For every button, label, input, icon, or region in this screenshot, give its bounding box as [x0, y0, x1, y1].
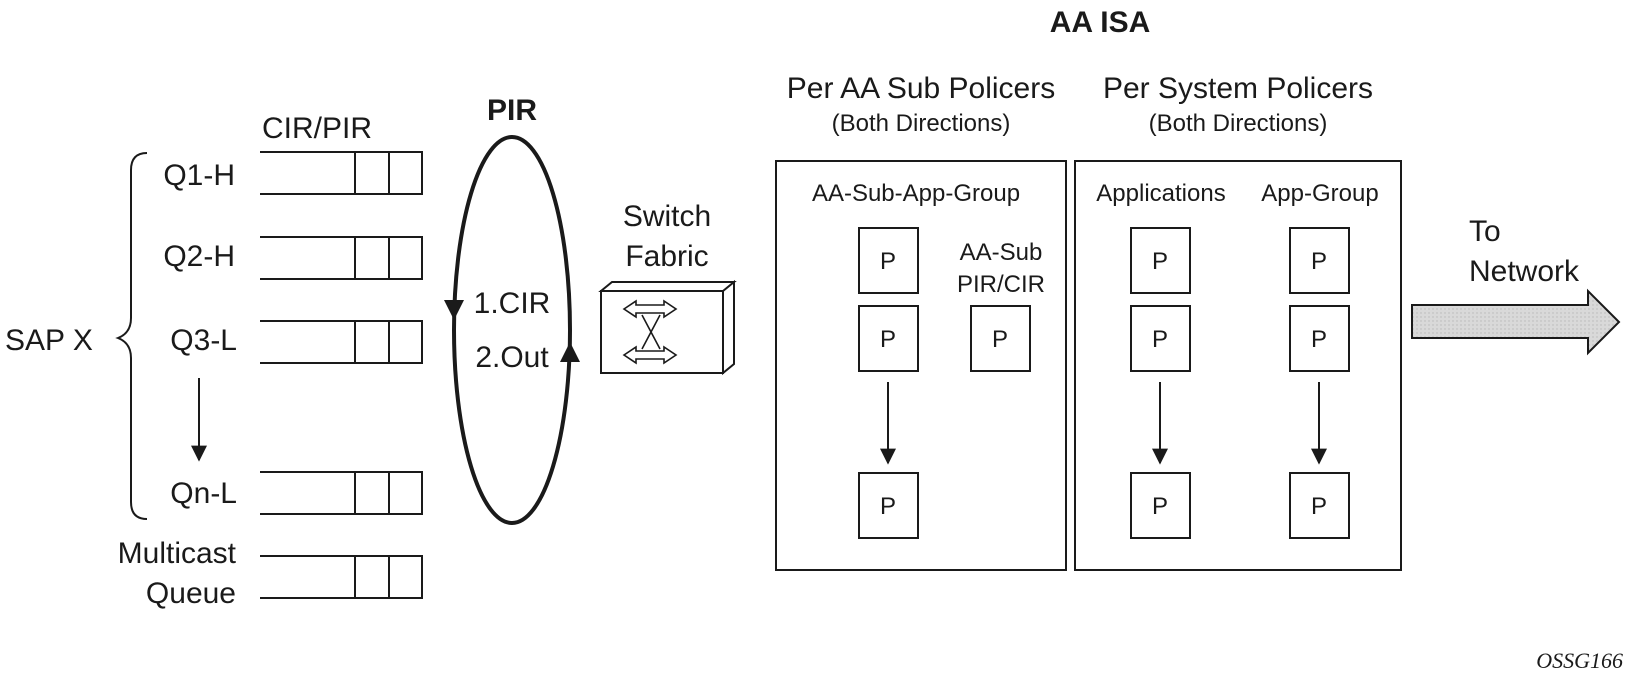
right-arrow-icon: [1411, 288, 1621, 356]
scheduler-step-1: 1.CIR: [474, 287, 551, 320]
per-system-subheading: (Both Directions): [1149, 110, 1328, 137]
per-sub-box: [775, 160, 1067, 571]
switch-fabric-box: [600, 290, 724, 374]
scheduler-title: PIR: [487, 94, 537, 127]
loop-arrow-up: [560, 342, 580, 362]
policer: P: [1289, 227, 1350, 294]
app-group-label: App-Group: [1261, 180, 1378, 207]
to-network: To Network: [1411, 215, 1621, 356]
policer-label: P: [992, 326, 1008, 353]
switch-fabric-label-line2: Fabric: [625, 240, 708, 273]
policer-label: P: [1311, 326, 1327, 353]
switch-fabric-label-line1: Switch: [623, 200, 711, 233]
policer-label: P: [1152, 248, 1168, 275]
multicast-label-line1: Multicast: [118, 537, 237, 570]
queue-q1-h: Q1-H: [163, 151, 423, 195]
queue-q2-h: Q2-H: [163, 236, 423, 280]
policer: P: [858, 472, 919, 539]
policer: P: [970, 305, 1031, 372]
queue-label: Q2-H: [163, 240, 235, 273]
policer: P: [1289, 305, 1350, 372]
policer-label: P: [880, 493, 896, 520]
figure-id: OSSG166: [1536, 648, 1623, 673]
policer-label: P: [1311, 493, 1327, 520]
crossover-arrows-icon: [622, 299, 678, 365]
aa-sub-label-line2: PIR/CIR: [957, 271, 1045, 298]
to-network-label-line2: Network: [1469, 255, 1580, 288]
sap-brace: [115, 152, 148, 520]
applications-label: Applications: [1096, 180, 1225, 207]
policer-label: P: [1152, 326, 1168, 353]
policer: P: [858, 305, 919, 372]
aa-sub-app-group-label: AA-Sub-App-Group: [812, 180, 1020, 207]
per-system-box: [1074, 160, 1402, 571]
queue-qn-l: Qn-L: [170, 471, 423, 515]
per-aa-sub-policers-panel: Per AA Sub Policers (Both Directions) AA…: [775, 72, 1067, 571]
scheduler-step-2: 2.Out: [475, 341, 549, 374]
switch-fabric: Switch Fabric: [598, 200, 737, 376]
policer: P: [1130, 472, 1191, 539]
per-sub-heading: Per AA Sub Policers: [787, 72, 1055, 105]
policer-label: P: [880, 248, 896, 275]
scheduler-loop: [452, 135, 572, 525]
policer: P: [1130, 227, 1191, 294]
queue-label: Q3-L: [170, 324, 237, 357]
queue-label: Q1-H: [163, 159, 235, 192]
aa-sub-label-line1: AA-Sub: [960, 239, 1043, 266]
policer-label: P: [1152, 493, 1168, 520]
policer: P: [858, 227, 919, 294]
per-sub-subheading: (Both Directions): [832, 110, 1011, 137]
queue-label: Qn-L: [170, 477, 237, 510]
policer-label: P: [1311, 248, 1327, 275]
to-network-label-line1: To: [1469, 215, 1501, 248]
cir-pir-header: CIR/PIR: [262, 112, 372, 145]
per-system-policers-panel: Per System Policers (Both Directions) Ap…: [1074, 72, 1402, 571]
policer: P: [1130, 305, 1191, 372]
multicast-label-line2: Queue: [146, 577, 236, 610]
policer-label: P: [880, 326, 896, 353]
policer: P: [1289, 472, 1350, 539]
per-system-heading: Per System Policers: [1103, 72, 1373, 105]
aa-isa-title: AA ISA: [1050, 6, 1151, 39]
sap-label: SAP X: [5, 324, 93, 357]
queue-multicast: Multicast Queue: [118, 537, 423, 610]
queue-q3-l: Q3-L: [170, 320, 423, 364]
pir-scheduler: PIR 1.CIR 2.Out: [444, 94, 580, 525]
loop-arrow-down: [444, 300, 464, 320]
